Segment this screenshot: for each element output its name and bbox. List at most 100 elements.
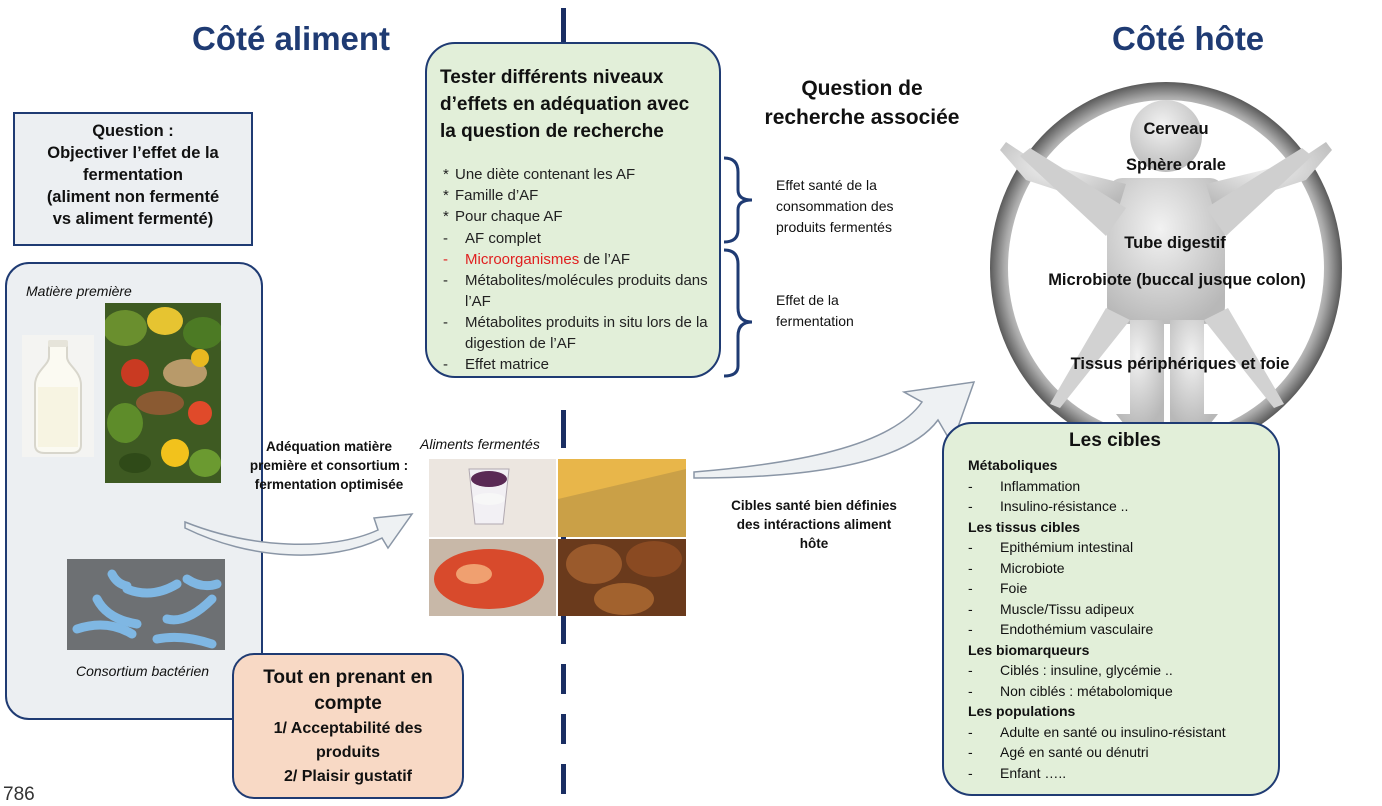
targets-box: Les cibles bbox=[942, 422, 1280, 796]
consider-line: 2/ Plaisir gustatif bbox=[283, 768, 413, 785]
list-item-text: Une diète contenant les AF bbox=[455, 166, 636, 183]
brace-label-line: fermentation bbox=[776, 313, 854, 329]
question-line: fermentation bbox=[83, 166, 183, 184]
target-item-text: Epithémium intestinal bbox=[1000, 539, 1134, 555]
question-line: Question : bbox=[92, 122, 174, 140]
target-item-text: Enfant ….. bbox=[1000, 764, 1067, 781]
list-item-text: Pour chaque AF bbox=[455, 208, 563, 225]
list-item: -Métabolites produits in situ lors de la… bbox=[443, 312, 723, 354]
bacteria-label: Consortium bactérien bbox=[76, 663, 210, 679]
arrow-label-line: fermentation optimisée bbox=[254, 477, 404, 492]
targets-label-line: des intéractions aliment bbox=[736, 517, 892, 532]
host-label-tissues: Tissus périphériques et foie bbox=[1070, 355, 1290, 373]
consider-line: Tout en prenant en bbox=[263, 667, 433, 688]
list-item: -Métabolites/molécules produits dans l’A… bbox=[443, 270, 723, 312]
list-item: -Effet matrice bbox=[443, 354, 723, 375]
bullet-marker: - bbox=[443, 272, 448, 289]
brace-label-line: Effet santé de la bbox=[776, 177, 877, 193]
assoc-question-line: Question de bbox=[801, 77, 923, 100]
host-arrow bbox=[693, 381, 976, 479]
list-item-text: de l’AF bbox=[579, 251, 631, 268]
brace-label-line: Effet de la bbox=[776, 292, 839, 308]
milk-bottle-image bbox=[22, 335, 94, 457]
target-item-text: Ciblés : insuline, glycémie .. bbox=[1000, 662, 1173, 678]
target-item-text: Non ciblés : métabolomique bbox=[1000, 682, 1173, 699]
targets-section-heading: Les biomarqueurs bbox=[968, 641, 1090, 658]
host-side-title: Côté hôte bbox=[1112, 20, 1265, 57]
fermentation-arrow bbox=[184, 513, 414, 556]
target-item: -Foie bbox=[968, 578, 1278, 599]
consider-line: 1/ Acceptabilité des bbox=[273, 720, 423, 737]
target-item-text: Inflammation bbox=[1000, 477, 1081, 494]
bullet-marker: * bbox=[443, 187, 449, 204]
heading-line: d’effets en adéquation avec bbox=[440, 94, 690, 115]
target-item: -Adulte en santé ou insulino-résistant bbox=[968, 722, 1278, 743]
bullet-marker: - bbox=[443, 251, 448, 268]
target-item: -Non ciblés : métabolomique bbox=[968, 681, 1278, 702]
host-label-brain: Cerveau bbox=[1143, 120, 1209, 138]
target-item: -Muscle/Tissu adipeux bbox=[968, 599, 1278, 620]
bullet-marker: - bbox=[443, 230, 448, 247]
targets-section-heading: Les populations bbox=[968, 703, 1076, 719]
target-item: -Epithémium intestinal bbox=[968, 537, 1278, 558]
list-item-text: Métabolites/molécules produits dans l’AF bbox=[465, 272, 708, 310]
targets-list: Métaboliques -Inflammation -Insulino-rés… bbox=[968, 455, 1278, 783]
list-item-text: Famille d’AF bbox=[455, 187, 539, 204]
fermented-foods-image bbox=[429, 459, 686, 616]
target-item: -Enfant ….. bbox=[968, 763, 1278, 784]
list-item-text: Effet matrice bbox=[465, 356, 549, 373]
targets-section-heading: Métaboliques bbox=[968, 457, 1058, 473]
target-item-text: Insulino-résistance .. bbox=[1000, 498, 1129, 514]
fermented-foods-label: Aliments fermentés bbox=[420, 436, 540, 452]
consider-box: Tout en prenant en compte 1/ Acceptabili… bbox=[232, 653, 464, 799]
brace-label-fermentation: Effet de la fermentation bbox=[776, 290, 854, 332]
bullet-marker: * bbox=[443, 166, 449, 183]
bullet-marker: - bbox=[443, 314, 448, 331]
health-targets-label: Cibles santé bien définies des intéracti… bbox=[714, 496, 914, 553]
host-label-microbiota: Microbiote (buccal jusque colon) bbox=[1048, 271, 1306, 289]
research-levels-box bbox=[425, 42, 721, 378]
research-levels-list: * Une diète contenant les AF * Famille d’A… bbox=[443, 164, 723, 375]
research-box-heading: Tester différents niveaux d’effets en ad… bbox=[440, 64, 720, 145]
braces bbox=[723, 156, 753, 378]
question-line: (aliment non fermenté bbox=[46, 188, 220, 206]
page-number: 786 bbox=[3, 784, 35, 805]
question-line: Objectiver l’effet de la bbox=[47, 144, 219, 162]
targets-title: Les cibles bbox=[1069, 430, 1161, 451]
list-item: * Une diète contenant les AF bbox=[443, 164, 723, 185]
raw-material-label: Matière première bbox=[26, 283, 132, 299]
brace-label-line: consommation des bbox=[776, 198, 894, 214]
list-item: -AF complet bbox=[443, 228, 723, 249]
heading-line: Tester différents niveaux bbox=[440, 67, 664, 88]
target-item: -Inflammation bbox=[968, 476, 1278, 497]
list-item-text: Métabolites produits in situ lors de la … bbox=[465, 314, 708, 352]
target-item-text: Microbiote bbox=[1000, 559, 1065, 576]
brace-label-line: produits fermentés bbox=[776, 219, 892, 235]
target-item-text: Muscle/Tissu adipeux bbox=[1000, 600, 1135, 617]
target-item: -Endothémium vasculaire bbox=[968, 619, 1278, 640]
fermentation-arrow-label: Adéquation matière première et consortiu… bbox=[233, 437, 425, 494]
list-item: *Pour chaque AF bbox=[443, 206, 723, 227]
brace-label-health: Effet santé de la consommation des produ… bbox=[776, 175, 894, 238]
target-item-text: Agé en santé ou dénutri bbox=[1000, 744, 1149, 760]
target-item: -Insulino-résistance .. bbox=[968, 496, 1278, 517]
assoc-question-line: recherche associée bbox=[764, 106, 960, 129]
bullet-marker: - bbox=[443, 356, 448, 373]
consider-line: produits bbox=[316, 744, 380, 761]
targets-section-heading: Les tissus cibles bbox=[968, 518, 1081, 535]
heading-line: la question de recherche bbox=[440, 121, 664, 142]
arrow-label-line: première et consortium : bbox=[249, 458, 409, 473]
question-box: Question : Objectiver l’effet de la ferm… bbox=[13, 112, 253, 246]
targets-label-line: Cibles santé bien définies bbox=[731, 498, 897, 513]
list-item: * Famille d’AF bbox=[443, 185, 723, 206]
vegetables-image bbox=[105, 303, 221, 483]
target-item: -Microbiote bbox=[968, 558, 1278, 579]
food-side-title: Côté aliment bbox=[192, 20, 391, 57]
host-label-oral: Sphère orale bbox=[1126, 156, 1226, 174]
list-item: -Microorganismes de l’AF bbox=[443, 249, 723, 270]
host-label-gut: Tube digestif bbox=[1124, 234, 1226, 252]
target-item-text: Foie bbox=[1000, 580, 1028, 596]
target-item-text: Endothémium vasculaire bbox=[1000, 621, 1154, 637]
consider-line: compte bbox=[314, 693, 382, 714]
associated-question-title: Question de recherche associée bbox=[752, 74, 972, 132]
